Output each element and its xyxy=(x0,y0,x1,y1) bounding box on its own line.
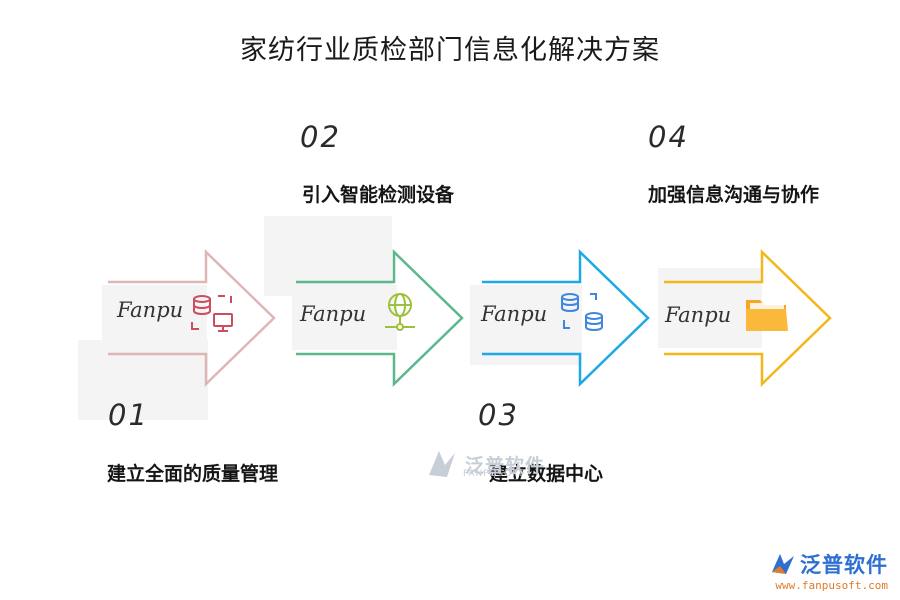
bg-panel xyxy=(292,285,397,350)
step-brand-4: Fanpu xyxy=(665,303,732,327)
step-number-2: 02 xyxy=(300,120,341,154)
step-arrow-2 xyxy=(284,248,474,388)
page-title: 家纺行业质检部门信息化解决方案 xyxy=(240,35,660,66)
watermark-text: 泛普软件 xyxy=(465,454,546,477)
step-arrow-4 xyxy=(652,248,842,388)
step-number-3: 03 xyxy=(478,398,519,432)
step-label-1: 建立全面的质量管理 xyxy=(107,463,279,485)
step-label-2: 引入智能检测设备 xyxy=(302,184,455,206)
step-label-3: 建立数据中心 xyxy=(489,463,604,485)
watermark-sub: FANPUSOFT xyxy=(463,469,525,479)
brand-logo-icon xyxy=(772,554,794,574)
brand-url: www.fanpusoft.com xyxy=(775,579,888,592)
step-arrow-3 xyxy=(470,248,660,388)
bg-panel xyxy=(102,285,207,345)
database-monitor-icon xyxy=(188,292,236,342)
step-brand-1: Fanpu xyxy=(117,298,184,322)
watermark: 泛普软件 FANPUSOFT xyxy=(425,447,545,481)
brand-name: 泛普软件 xyxy=(800,553,888,577)
database-sync-icon xyxy=(558,290,608,342)
brand-logo: 泛普软件 www.fanpusoft.com xyxy=(770,549,888,592)
step-brand-3: Fanpu xyxy=(481,302,548,326)
watermark-logo-icon xyxy=(429,451,455,477)
globe-network-icon xyxy=(383,292,417,340)
step-brand-2: Fanpu xyxy=(300,302,367,326)
step-number-1: 01 xyxy=(108,398,149,432)
folder-icon xyxy=(744,294,790,338)
step-number-4: 04 xyxy=(648,120,689,154)
step-label-4: 加强信息沟通与协作 xyxy=(648,184,820,206)
step-arrow-1 xyxy=(96,248,286,388)
